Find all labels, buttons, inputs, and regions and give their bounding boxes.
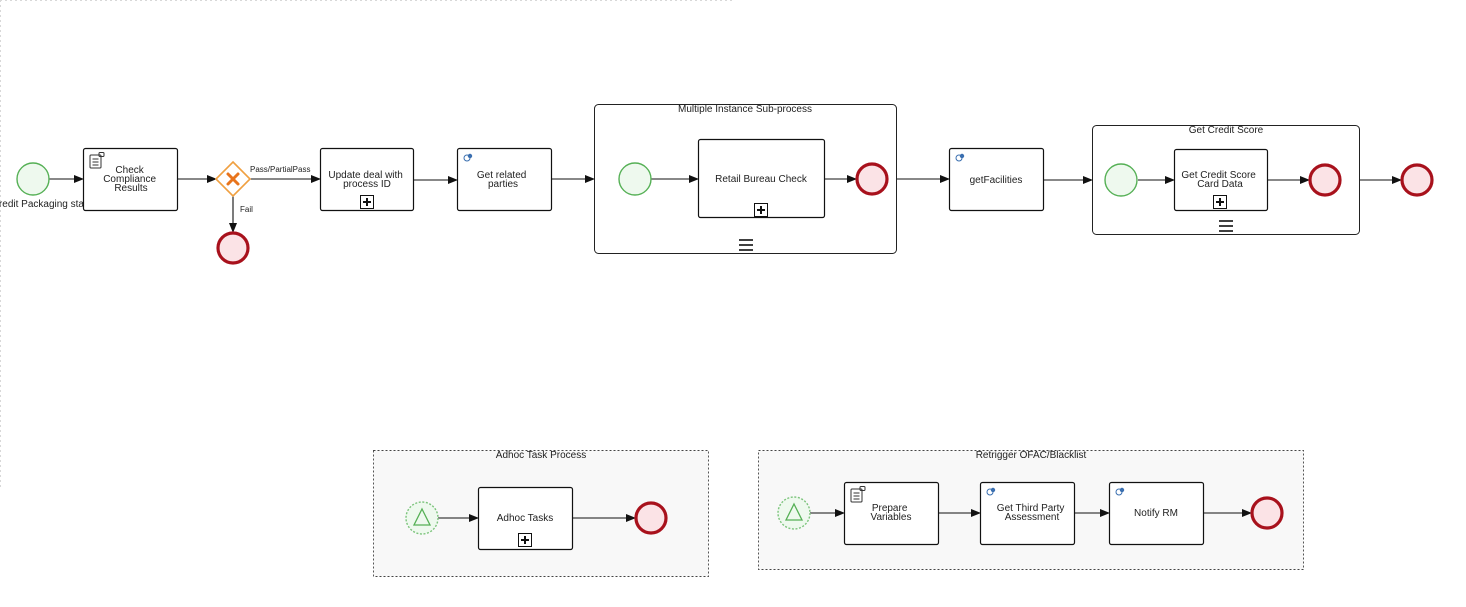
svg-text:Check Compliance R: Check Compliance Results — [103, 165, 159, 194]
credit-score-start-event[interactable] — [1104, 163, 1138, 197]
svg-text:Get Third Party Assessme: Get Third Party Assessment — [997, 503, 1067, 523]
task-get-related-parties[interactable]: Get related parties — [456, 147, 553, 212]
task-update-deal[interactable]: Update deal with process ID — [319, 147, 415, 212]
parallel-bars-icon — [1219, 220, 1233, 232]
task-credit-score-card-line1: Get Credit Score — [1181, 170, 1256, 181]
service-gear-icon — [463, 153, 473, 162]
task-check-compliance-line3: Results — [114, 183, 147, 194]
svg-text:Update deal with process: Update deal with process ID — [328, 170, 405, 190]
task-prepare-variables[interactable]: Prepare Variables — [843, 481, 940, 546]
task-retail-bureau-line1: Retail Bureau Check — [715, 174, 808, 185]
task-adhoc-tasks-line1: Adhoc Tasks — [497, 513, 554, 524]
service-gear-icon — [1115, 487, 1125, 496]
script-icon — [89, 152, 105, 169]
svg-text:Get related parties: Get related parties — [477, 170, 529, 190]
multiple-instance-subprocess-title: Multiple Instance Sub-process — [678, 104, 812, 115]
task-get-related-line1: Get related — [477, 170, 526, 181]
subprocess-start-event[interactable] — [618, 162, 652, 196]
adhoc-event-subprocess-title: Adhoc Task Process — [496, 450, 586, 461]
task-third-party-assessment[interactable]: Get Third Party Assessment — [979, 481, 1076, 546]
task-check-compliance-line2: Compliance — [103, 174, 156, 185]
task-check-compliance-line1: Check — [115, 165, 144, 176]
task-credit-score-card[interactable]: Get Credit Score Card Data — [1173, 148, 1269, 212]
task-third-party-line2: Assessment — [1005, 512, 1060, 523]
main-start-event[interactable] — [16, 162, 50, 196]
fail-end-event[interactable] — [216, 231, 250, 265]
get-credit-score-subprocess-title: Get Credit Score — [1189, 125, 1264, 136]
task-notify-rm-line1: Notify RM — [1134, 508, 1178, 519]
triangle-icon — [784, 502, 804, 521]
task-get-facilities-line1: getFacilities — [970, 175, 1023, 186]
task-update-deal-line1: Update deal with — [328, 170, 403, 181]
task-get-related-line2: parties — [488, 179, 518, 190]
exclusive-gateway[interactable] — [214, 160, 252, 198]
retrigger-event-subprocess-title: Retrigger OFAC/Blacklist — [976, 450, 1087, 461]
adhoc-escalation-start-event[interactable] — [405, 501, 439, 535]
plus-marker-icon — [754, 203, 768, 217]
service-gear-icon — [955, 153, 965, 162]
plus-marker-icon — [360, 195, 374, 209]
parallel-bars-icon — [739, 239, 753, 251]
task-retail-bureau-check[interactable]: Retail Bureau Check — [697, 138, 826, 219]
triangle-icon — [412, 507, 432, 526]
sequence-flows — [49, 175, 1402, 522]
task-get-facilities[interactable]: getFacilities — [948, 147, 1045, 212]
task-check-compliance[interactable]: Check Compliance Results — [82, 147, 179, 212]
task-prepare-variables-line1: Prepare — [872, 503, 908, 514]
task-credit-score-card-line2: Card Data — [1197, 179, 1243, 190]
task-adhoc-tasks[interactable]: Adhoc Tasks — [477, 486, 574, 551]
svg-text:Get Credit Score Card Da: Get Credit Score Card Data — [1181, 170, 1258, 190]
plus-marker-icon — [518, 533, 532, 547]
adhoc-end-event[interactable] — [634, 501, 668, 535]
task-prepare-variables-line2: Variables — [871, 512, 912, 523]
plus-marker-icon — [1213, 195, 1227, 209]
task-update-deal-line2: process ID — [343, 179, 391, 190]
gateway-fail-label: Fail — [240, 205, 253, 214]
svg-text:Notify RM: Notify RM — [1134, 508, 1178, 519]
final-end-event[interactable] — [1400, 163, 1434, 197]
task-notify-rm[interactable]: Notify RM — [1108, 481, 1205, 546]
credit-score-end-event[interactable] — [1308, 163, 1342, 197]
task-third-party-line1: Get Third Party — [997, 503, 1065, 514]
svg-text:getFacilities: getFacilities — [970, 175, 1023, 186]
main-start-event-label: redit Packaging stage — [0, 199, 96, 210]
retrigger-end-event[interactable] — [1250, 496, 1284, 530]
svg-text:Prepare Variables: Prepare Variables — [871, 503, 912, 523]
service-gear-icon — [986, 487, 996, 496]
gateway-pass-label: Pass/PartialPass — [250, 165, 310, 174]
svg-text:Adhoc Tasks: Adhoc Tasks — [497, 513, 554, 524]
retrigger-escalation-start-event[interactable] — [777, 496, 811, 530]
script-icon — [850, 486, 866, 503]
x-mark-icon — [226, 172, 240, 186]
subprocess-end-event[interactable] — [855, 162, 889, 196]
svg-text:Retail Bureau Check: Retail Bureau Check — [715, 174, 808, 185]
